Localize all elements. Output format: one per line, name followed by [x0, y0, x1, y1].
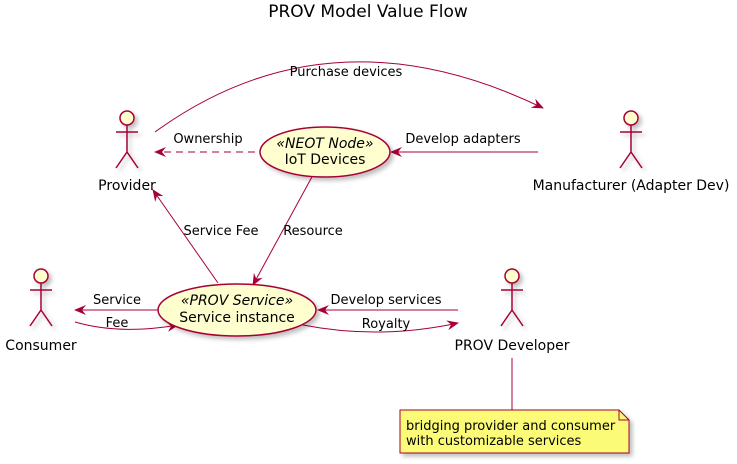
label-service: Service	[93, 293, 141, 308]
actor-provider: Provider	[98, 110, 156, 194]
label-royalty: Royalty	[362, 317, 411, 332]
actor-consumer-label: Consumer	[5, 338, 77, 354]
usecase-service-name: Service instance	[179, 310, 295, 326]
note-line-2: with customizable services	[406, 434, 582, 449]
usecase-service-stereotype: «PROV Service»	[181, 293, 293, 309]
manufacturer-actor-icon	[619, 110, 643, 169]
label-ownership: Ownership	[173, 132, 242, 147]
usecase-iot-stereotype: «NEOT Node»	[276, 136, 373, 152]
actor-manufacturer: Manufacturer (Adapter Dev)	[533, 110, 730, 194]
note: bridging provider and consumer with cust…	[399, 409, 630, 454]
label-develop-adapters: Develop adapters	[405, 132, 521, 147]
note-line-1: bridging provider and consumer	[406, 419, 616, 434]
edge-service-fee	[152, 189, 219, 284]
actor-consumer: Consumer	[5, 268, 77, 354]
provider-actor-icon	[115, 110, 139, 169]
label-resource: Resource	[283, 224, 343, 239]
label-develop-services: Develop services	[331, 293, 442, 308]
actor-provider-label: Provider	[98, 178, 156, 194]
label-service-fee: Service Fee	[184, 224, 259, 239]
label-purchase-devices: Purchase devices	[290, 65, 403, 80]
edge-fee	[74, 321, 179, 332]
consumer-actor-icon	[29, 268, 53, 327]
usecase-iot-name: IoT Devices	[285, 152, 366, 168]
usecase-iot-devices: «NEOT Node» IoT Devices	[259, 126, 391, 178]
diagram-title: PROV Model Value Flow	[268, 2, 468, 22]
edge-resource	[252, 174, 314, 286]
edge-purchase-devices	[154, 61, 544, 133]
developer-actor-icon	[500, 268, 524, 327]
actor-manufacturer-label: Manufacturer (Adapter Dev)	[533, 178, 730, 194]
label-fee: Fee	[106, 316, 129, 331]
usecase-service-instance: «PROV Service» Service instance	[157, 283, 317, 337]
edge-royalty	[302, 320, 459, 333]
actor-prov-developer: PROV Developer	[455, 268, 570, 354]
actor-developer-label: PROV Developer	[455, 338, 570, 354]
